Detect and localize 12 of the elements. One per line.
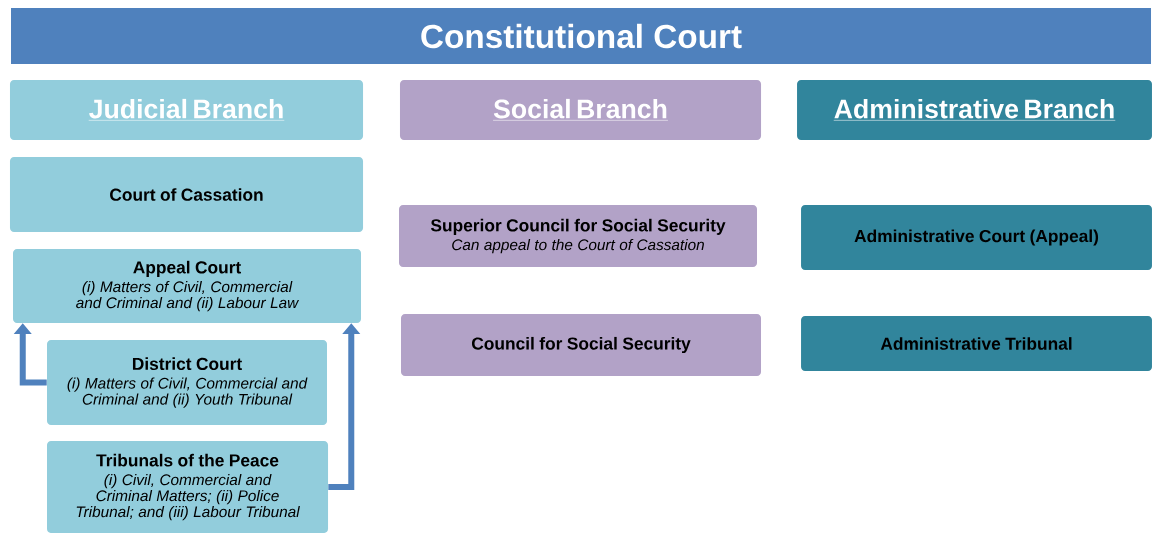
branch-header: Administrative Branch	[797, 80, 1152, 140]
branch-header: Judicial Branch	[9, 80, 364, 140]
court-box: District Court (i) Matters of Civil, Commercial and Criminal and (ii) Youth Tribunal	[47, 339, 327, 426]
court-box: Superior Council for Social Security Can appeal to the Court of Cassation	[399, 205, 757, 267]
court-box: Tribunals of the Peace (i) Civil, Commercial and Criminal Matters; (ii) Police Tribunal; and (iii) Labour Tribunal	[46, 441, 329, 533]
court-box: Council for Social Security	[401, 314, 761, 376]
court-box: Appeal Court (i) Matters of Civil, Commercial and Criminal and (ii) Labour Law	[13, 249, 361, 323]
court-box: Court of Cassation	[9, 157, 364, 232]
court-box: Administrative Court (Appeal)	[801, 204, 1152, 271]
court-box: Administrative Tribunal	[801, 316, 1152, 371]
branch-header: Social Branch	[400, 80, 762, 140]
title-banner: Constitutional Court	[11, 8, 1151, 64]
